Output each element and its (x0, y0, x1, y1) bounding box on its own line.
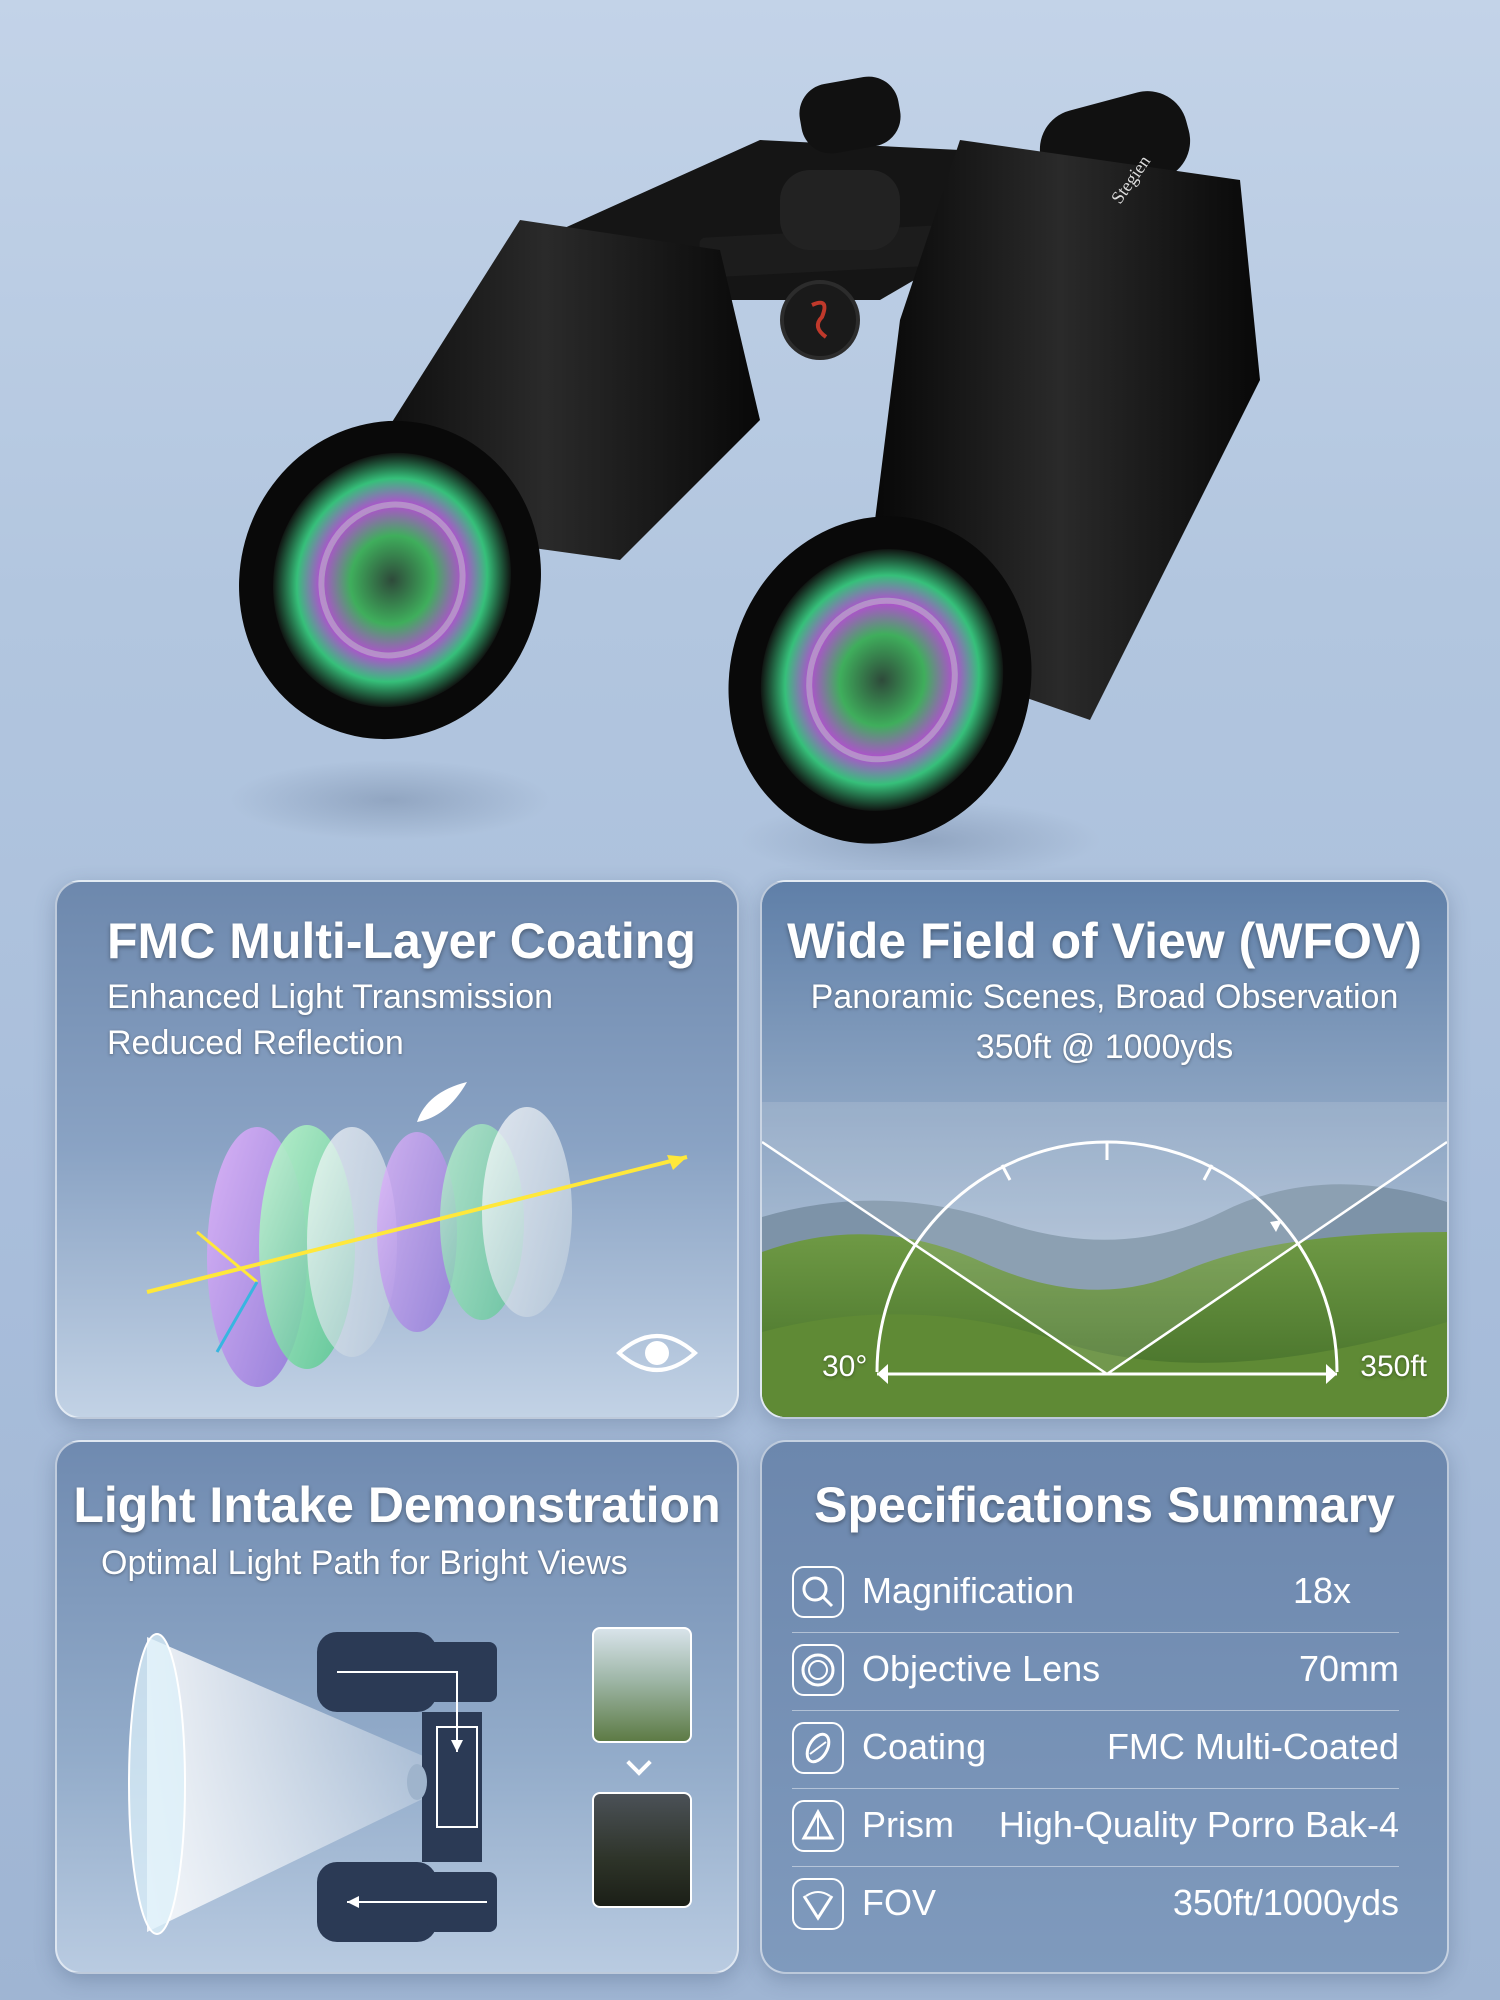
fov-angle-label: 30° (822, 1350, 868, 1383)
card-title: FMC Multi-Layer Coating (107, 913, 696, 969)
light-path-illustration (128, 1632, 497, 1942)
spec-value: 350ft/1000yds (1172, 1882, 1399, 1923)
spec-label: Magnification (862, 1570, 1075, 1611)
coating-icon (792, 1722, 844, 1774)
fov-width-label: 350ft (1360, 1350, 1427, 1383)
card-title: Wide Field of View (WFOV) (787, 913, 1422, 969)
spec-row-coating: Coating FMC Multi-Coated (792, 1710, 1399, 1789)
binoculars-image: Stegien (230, 76, 1260, 870)
spec-label: Objective Lens (862, 1648, 1101, 1689)
spec-row-magnification: Magnification 18x (792, 1554, 1399, 1633)
coating-card: FMC Multi-Layer Coating Enhanced Light T… (55, 880, 739, 1419)
card-subtitle: Reduced Reflection (107, 1024, 404, 1062)
light-intake-card: Light Intake Demonstration Optimal Light… (55, 1440, 739, 1974)
spec-row-prism: Prism High-Quality Porro Bak-4 (792, 1788, 1399, 1867)
fov-card: Wide Field of View (WFOV) Panoramic Scen… (760, 880, 1449, 1419)
card-title: Specifications Summary (814, 1477, 1395, 1533)
specs-card: Specifications Summary Magnification 18x… (760, 1440, 1449, 1974)
prism-icon (792, 1800, 844, 1852)
card-subtitle: Panoramic Scenes, Broad Observation (810, 978, 1399, 1016)
lens-layers-illustration (146, 1082, 688, 1387)
fov-icon (792, 1878, 844, 1930)
fov-angle-diagram (762, 1102, 1447, 1384)
lens-icon (792, 1644, 844, 1696)
eye-icon (615, 1334, 699, 1372)
card-subtitle: Enhanced Light Transmission (107, 978, 554, 1016)
landscape-background (762, 882, 1447, 1417)
spec-row-objective-lens: Objective Lens 70mm (792, 1632, 1399, 1711)
spec-label: Prism (862, 1804, 954, 1845)
spec-value: High-Quality Porro Bak-4 (998, 1804, 1399, 1845)
card-subtitle: 350ft @ 1000yds (975, 1028, 1234, 1066)
spec-row-fov: FOV 350ft/1000yds (792, 1866, 1399, 1944)
spec-value: FMC Multi-Coated (1106, 1726, 1399, 1767)
card-title: Light Intake Demonstration (73, 1477, 721, 1533)
magnifier-icon (792, 1566, 844, 1618)
spec-value: 18x (1292, 1570, 1351, 1611)
spec-label: Coating (862, 1726, 987, 1767)
card-subtitle: Optimal Light Path for Bright Views (101, 1544, 628, 1582)
bright-view-thumbnail (592, 1627, 692, 1743)
spec-label: FOV (862, 1882, 937, 1923)
spec-value: 70mm (1298, 1648, 1399, 1689)
dark-view-thumbnail (592, 1792, 692, 1908)
